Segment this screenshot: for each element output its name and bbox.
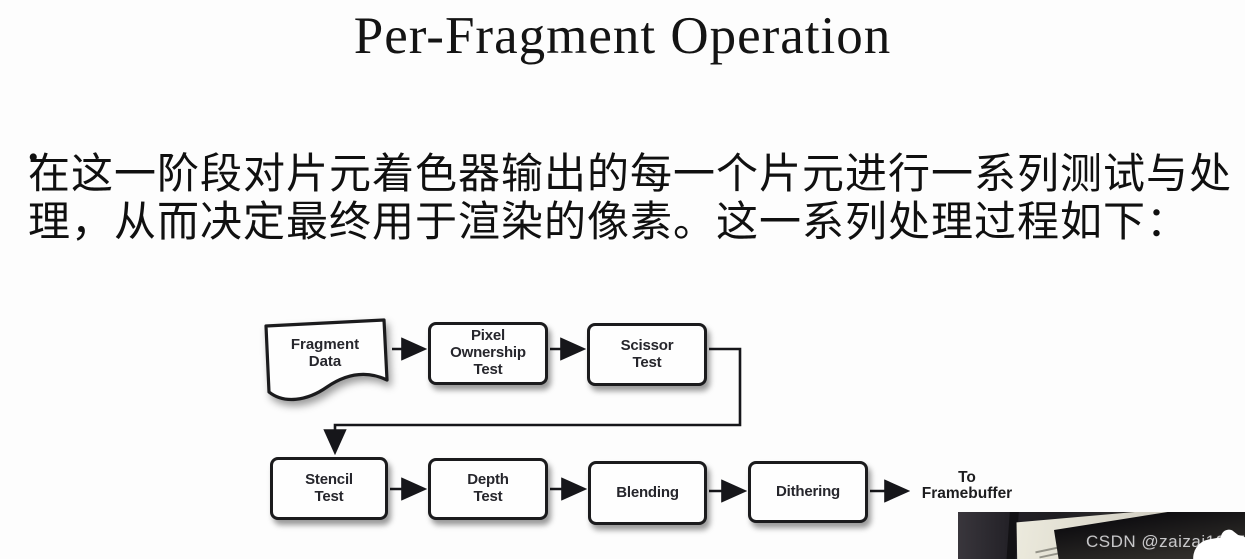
node-blending: Blending <box>588 461 707 525</box>
bullet-lines: 在这一阶段对片元着色器输出的每一个片元进行一系列测试与处 理，从而决定最终用于渲… <box>28 133 1233 247</box>
node-stencil-test: Stencil Test <box>270 457 388 520</box>
bullet-line-2: 理，从而决定最终用于渲染的像素。这一系列处理过程如下： <box>28 200 1190 246</box>
node-pixel-ownership-test: Pixel Ownership Test <box>428 322 548 385</box>
bullet-paragraph: • 在这一阶段对片元着色器输出的每一个片元进行一系列测试与处 理，从而决定最终用… <box>28 133 1233 247</box>
bullet-marker: • <box>28 141 39 174</box>
to-framebuffer-label: To Framebuffer <box>921 469 1013 503</box>
page-title: Per-Fragment Operation <box>353 7 892 65</box>
node-fragment-data: Fragment Data <box>258 316 394 412</box>
document-shape-icon <box>264 318 389 402</box>
node-depth-test: Depth Test <box>428 458 548 520</box>
node-dithering: Dithering <box>748 461 868 523</box>
bullet-line-1: 在这一阶段对片元着色器输出的每一个片元进行一系列测试与处 <box>28 152 1233 198</box>
node-scissor-test: Scissor Test <box>587 323 707 386</box>
pip-video-thumbnail: Per-Fragment Operation CSDN @zaizai1007 <box>958 512 1245 559</box>
node-label: Fragment Data <box>290 336 360 370</box>
